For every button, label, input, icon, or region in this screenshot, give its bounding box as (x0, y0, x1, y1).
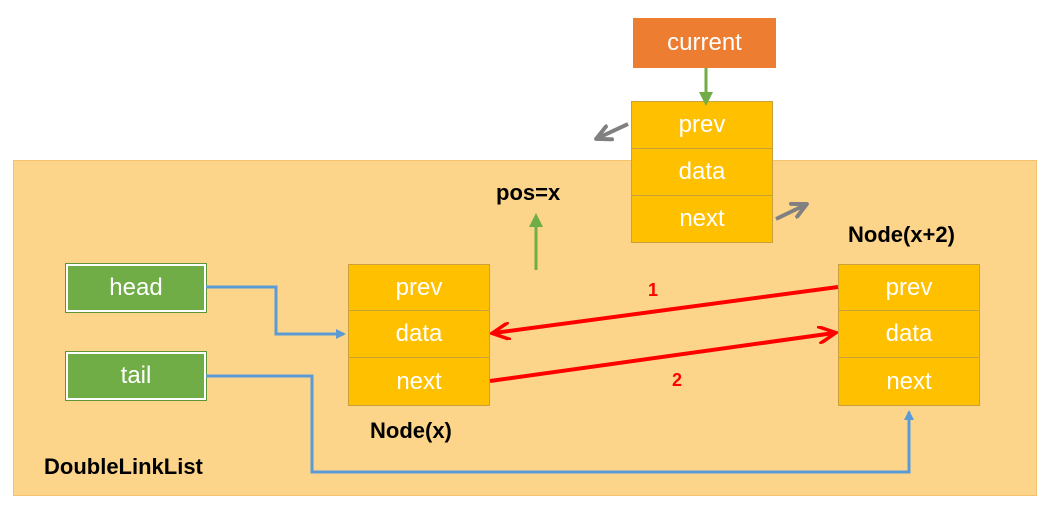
node-x2-data-field: data (838, 310, 980, 358)
node-x-data-field: data (348, 310, 490, 358)
pos-label: pos=x (496, 180, 561, 205)
step-2-arrow (489, 333, 834, 383)
step-label-2: 2 (672, 370, 683, 390)
step-1-arrow (494, 285, 839, 333)
current-node-data-field: data (631, 148, 773, 196)
current-next-arrow (775, 205, 805, 221)
container-label: DoubleLinkList (44, 454, 203, 479)
current-prev-arrow (598, 122, 629, 138)
node-x-caption: Node(x) (370, 418, 452, 443)
current-node-next-field: next (631, 195, 773, 243)
tail-pointer: tail (66, 352, 206, 400)
tail-link-arrow (206, 374, 914, 474)
node-x-next-field: next (348, 357, 490, 406)
current-pointer: current (633, 18, 776, 68)
head-pointer: head (66, 264, 206, 312)
node-x2-caption: Node(x+2) (848, 222, 955, 247)
node-x2-next-field: next (838, 357, 980, 406)
step-label-1: 1 (648, 280, 659, 300)
node-x-prev-field: prev (348, 264, 490, 311)
head-link-arrow (206, 285, 346, 339)
